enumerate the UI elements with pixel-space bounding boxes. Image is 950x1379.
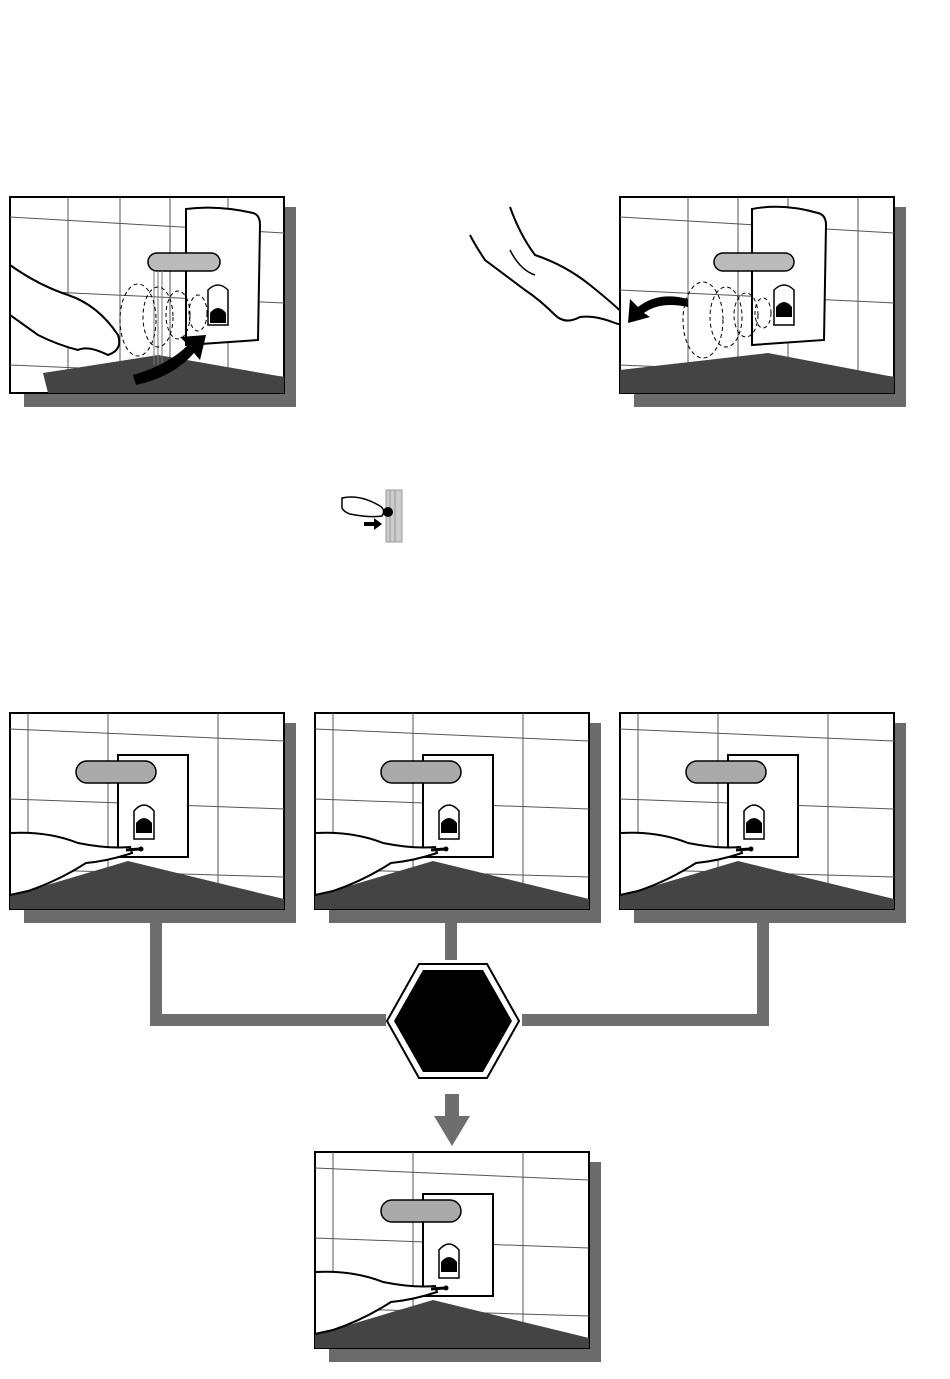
hand-wave-off-illustration (465, 205, 635, 335)
connector-left-vertical (150, 922, 162, 1026)
finger-press-button-illustration (313, 1150, 603, 1365)
pen-tip (431, 849, 445, 850)
raised-hand-figure (465, 205, 635, 340)
panel-press-2 (313, 711, 603, 926)
panel-sensor-activate (8, 195, 298, 410)
stop-hexagon-icon (385, 962, 521, 1080)
pen-tip (736, 849, 750, 850)
faucet-spout (381, 761, 461, 783)
connector-right-horizontal (522, 1014, 769, 1026)
finger-press-small-icon (340, 488, 410, 544)
panel-press-3 (618, 711, 908, 926)
connector-center-vertical (445, 922, 457, 960)
faucet-spout (148, 253, 220, 271)
panel-press-final (313, 1150, 603, 1365)
panel-press-1 (8, 711, 298, 926)
down-arrow (432, 1094, 472, 1153)
panel-sensor-deactivate (618, 195, 908, 410)
connector-right-vertical (757, 922, 769, 1026)
arrow-down-icon (432, 1094, 472, 1148)
faucet-spout (686, 761, 766, 783)
finger-press-button-illustration (618, 711, 908, 926)
faucet-spout (76, 761, 156, 783)
finger-press-button-illustration (8, 711, 298, 926)
pen-tip (126, 849, 140, 850)
sensor-activate-illustration (8, 195, 298, 410)
sensor-deactivate-illustration (618, 195, 908, 410)
finger-press-button-illustration (313, 711, 603, 926)
pen-tip (431, 1288, 445, 1289)
stop-hexagon (385, 962, 521, 1085)
faucet-spout (714, 253, 794, 271)
finger-press-small-icon-wrap (340, 488, 410, 549)
connector-left-horizontal (150, 1014, 386, 1026)
faucet-spout (381, 1200, 461, 1222)
